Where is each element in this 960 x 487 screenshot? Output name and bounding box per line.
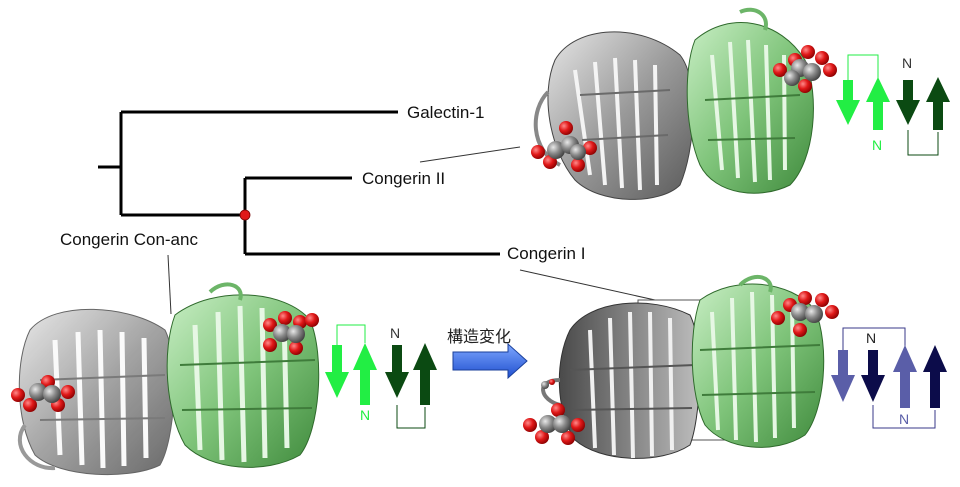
ancestor-label: Congerin Con-anc (60, 230, 198, 249)
leader-ancestor (167, 254, 172, 315)
ancestor-node-marker (239, 209, 251, 221)
n-terminus-label: N (872, 137, 882, 153)
n-terminus-label: N (899, 411, 909, 427)
strand-arrow-up (353, 343, 377, 405)
strand-arrow-up (926, 77, 950, 130)
ligand-sphere-cluster (523, 379, 585, 445)
strand-arrow-up (893, 345, 917, 408)
strand-arrow-up (413, 343, 437, 405)
strand-arrow-down (831, 350, 855, 402)
strand-arrow-down (861, 350, 885, 402)
leaf-label-galectin-1: Galectin-1 (407, 103, 484, 122)
ligand-sphere-cluster (531, 121, 597, 172)
structural-change-label: 構造変化 (447, 327, 511, 346)
structural-change-arrow (452, 342, 528, 380)
ligand-sphere-cluster (11, 375, 75, 412)
green-domain (691, 274, 825, 448)
ligand-sphere-cluster (773, 45, 837, 93)
strand-topology-congerin-i: N N (831, 327, 947, 429)
structure-congerin-ii (531, 7, 837, 200)
n-terminus-label: N (390, 325, 400, 341)
leader-congerin-ii (419, 146, 521, 163)
strand-topology-congerin-ancestor: N N (325, 324, 437, 429)
n-terminus-label: N (866, 330, 876, 346)
strand-arrow-down (325, 345, 349, 398)
strand-arrow-up (866, 77, 890, 130)
ligand-sphere-cluster (263, 311, 319, 355)
leader-congerin-i (519, 269, 656, 301)
strand-topology-congerin-ii: N N (836, 54, 950, 156)
strand-arrow-up (923, 345, 947, 408)
structure-congerin-i (523, 274, 839, 459)
ligand-sphere-cluster (771, 291, 839, 337)
gray-domain (533, 31, 694, 200)
n-terminus-label: N (360, 407, 370, 423)
structure-congerin-ancestor (11, 282, 320, 476)
green-domain (166, 282, 320, 468)
leader-lines (167, 146, 656, 315)
strand-arrow-down (896, 80, 920, 125)
leaf-label-congerin-ii: Congerin II (362, 169, 445, 188)
leaf-label-congerin-i: Congerin I (507, 244, 585, 263)
strand-arrow-down (385, 345, 409, 398)
green-domain (686, 7, 814, 194)
n-terminus-label: N (902, 55, 912, 71)
strand-arrow-down (836, 80, 860, 125)
